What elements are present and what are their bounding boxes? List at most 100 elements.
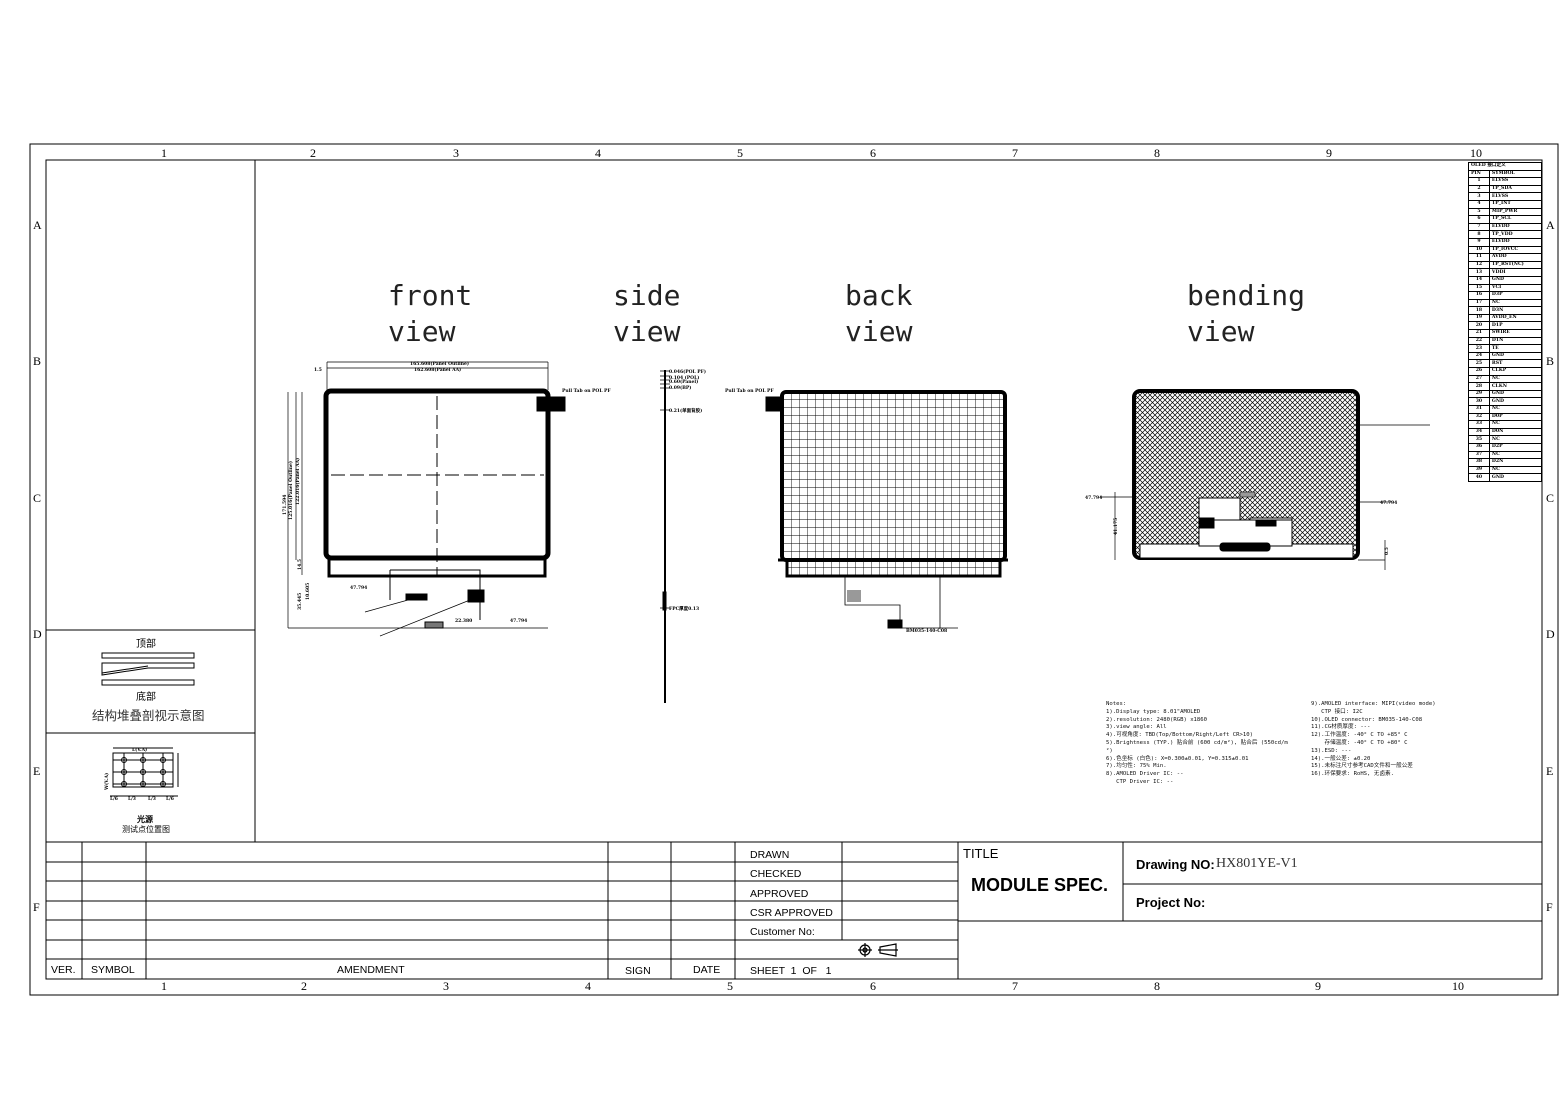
pin-symbol: NC — [1488, 420, 1543, 429]
grid-col-top-3: 3 — [453, 146, 459, 160]
grid-col-top-10: 10 — [1470, 146, 1482, 160]
note-line: 3).view angle: All — [1106, 724, 1167, 731]
back-view-title-line1: back — [845, 279, 913, 312]
pin-number: 12 — [1468, 260, 1490, 270]
pin-symbol: MIP_PWR — [1488, 207, 1543, 217]
grid-row-left-B: B — [33, 354, 42, 368]
front-view-drawing — [287, 361, 566, 637]
dim-offset: 1.5 — [314, 367, 322, 373]
pin-symbol: ELVDD — [1488, 237, 1543, 247]
grid-col-bottom-5: 5 — [727, 979, 733, 993]
grid-col-bottom-7: 7 — [1012, 979, 1018, 993]
dim-bend-thickness: 0.5 — [1384, 547, 1390, 555]
pin-number: 27 — [1468, 374, 1490, 384]
dim-side-3: 0.60(Panel) — [669, 378, 698, 385]
dim-fpc-3: 47.794 — [510, 618, 527, 624]
pin-symbol: AVDD — [1488, 253, 1543, 262]
pin-symbol: NC — [1488, 465, 1543, 475]
grid-col-bottom-4: 4 — [585, 979, 591, 993]
dim-side-5: 0.21(单面背胶) — [669, 407, 702, 414]
pin-symbol: D0N — [1488, 427, 1543, 437]
dim-panel-aa-height: 122.016(Panel AA) — [294, 458, 301, 505]
dim-pull-tab-back: Pull Tab on POL PF — [725, 388, 774, 394]
grid-row-right-D: D — [1546, 627, 1555, 641]
note-line: 存储温度: -40° C TO +80° C — [1311, 739, 1408, 746]
pin-symbol: GND — [1488, 351, 1543, 361]
note-line: 4).可视角度: TBD(Top/Bottom/Right/Left CR>10… — [1106, 732, 1253, 739]
note-line: 14).一般公差: ±0.20 — [1311, 755, 1371, 762]
note-line: 12).工作温度: -40° C TO +85° C — [1311, 732, 1408, 739]
pin-symbol: NC — [1488, 450, 1543, 460]
bending-view-title-line1: bending — [1187, 279, 1306, 312]
grid-row-left-C: C — [33, 491, 42, 505]
csr-approved-label: CSR APPROVED — [750, 907, 833, 919]
dim-bend-height: 41.175 — [1113, 518, 1119, 535]
test-sub-4: L/6 — [166, 796, 174, 802]
pin-symbol: D2P — [1488, 442, 1543, 452]
pin-number: 22 — [1468, 336, 1490, 346]
dim-fpc-2: 22.380 — [455, 618, 472, 624]
grid-row-left-F: F — [33, 900, 40, 914]
test-light-label: 光源 — [137, 815, 153, 824]
pin-number: 7 — [1468, 222, 1490, 232]
pin-symbol: ELVDD — [1488, 222, 1543, 232]
grid-row-right-B: B — [1546, 354, 1555, 368]
stack-bottom-label: 底部 — [136, 692, 156, 703]
grid-col-top-9: 9 — [1326, 146, 1332, 160]
revision-grid — [46, 842, 1542, 979]
pin-number: 31 — [1468, 405, 1490, 414]
grid-col-bottom-2: 2 — [301, 979, 307, 993]
note-line: 15).未标注尺寸参考CAD文件和一般公差 — [1311, 763, 1413, 770]
project-no-label: Project No: — [1136, 895, 1206, 910]
pin-number: 15 — [1468, 283, 1490, 293]
pin-symbol: ELVSS — [1488, 177, 1543, 186]
pin-number: 1 — [1468, 177, 1490, 186]
pin-symbol: D0P — [1488, 412, 1543, 422]
pin-symbol: D2N — [1488, 458, 1543, 467]
dim-bottom-border: 14.5 — [297, 559, 303, 570]
dim-side-2: 0.104 (POL) — [669, 374, 699, 381]
test-w-label: W(V.A) — [103, 773, 110, 791]
pin-number: 36 — [1468, 442, 1490, 452]
note-line: 6).色坐标 (白色): X=0.300±0.01, Y=0.315±0.01 — [1106, 755, 1249, 762]
pin-symbol: TP_VDD — [1488, 230, 1543, 239]
pin-symbol: TP_RST(NC) — [1488, 260, 1543, 270]
grid-col-top-6: 6 — [870, 146, 876, 160]
grid-col-bottom-8: 8 — [1154, 979, 1160, 993]
note-line: 9).AMOLED interface: MIPI(video mode) — [1311, 701, 1436, 707]
pin-number: 17 — [1468, 298, 1490, 308]
note-line: 2).resolution: 2480(RGB) x1860 — [1106, 716, 1208, 723]
notes-right: 9).AMOLED interface: MIPI(video mode) CT… — [1311, 701, 1436, 779]
dim-fpc-1: 47.794 — [350, 585, 367, 591]
test-sub-1: L/6 — [110, 796, 118, 802]
pin-number: 9 — [1468, 237, 1490, 247]
pin-number: 16 — [1468, 291, 1490, 300]
pin-symbol: D1P — [1488, 321, 1543, 331]
dim-total-height: 171.594 — [282, 495, 288, 515]
pin-number: 20 — [1468, 321, 1490, 331]
drawn-label: DRAWN — [750, 849, 790, 861]
grid-col-top-5: 5 — [737, 146, 743, 160]
pin-symbol: TP_SDA — [1488, 184, 1543, 194]
test-points — [121, 757, 166, 787]
rev-header-amendment: AMENDMENT — [337, 964, 405, 976]
note-line: 13).ESD: --- — [1311, 747, 1352, 754]
test-l-label: L(V.A) — [132, 746, 147, 753]
test-sub-3: L/3 — [148, 796, 156, 802]
